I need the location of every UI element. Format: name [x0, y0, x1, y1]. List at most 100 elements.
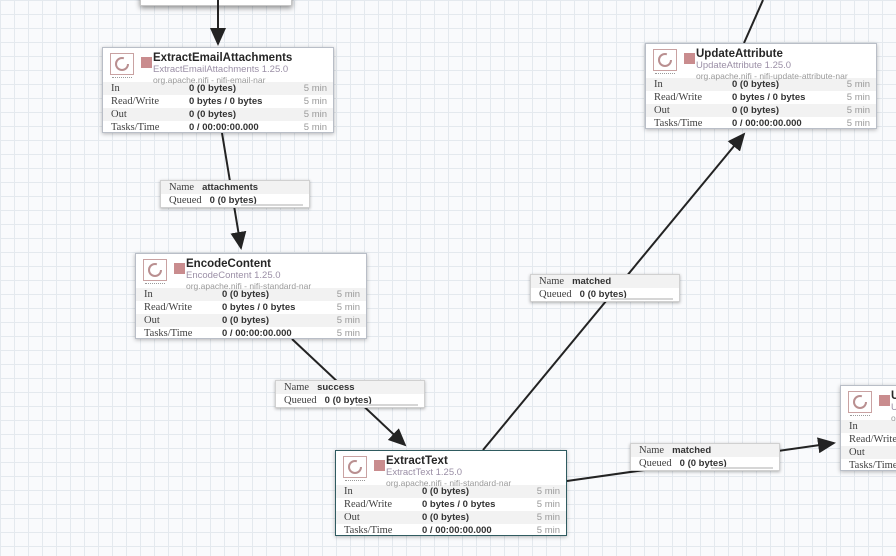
stat-label: Tasks/Time	[344, 525, 393, 536]
connection-label-matched-middle[interactable]: Name matched Queued 0 (0 bytes)	[530, 274, 680, 302]
connection-label-matched-right[interactable]: Name matched Queued 0 (0 bytes)	[630, 443, 780, 471]
stat-row-tasks-time: Tasks/Time 0 / 00:00:00.000 5 min	[336, 524, 566, 537]
processor-extractemailattachments[interactable]: ExtractEmailAttachments ExtractEmailAtta…	[102, 47, 334, 133]
stat-window: 5 min	[336, 315, 360, 326]
stat-row-read-write: Read/Write 0 bytes / 0 bytes 5 min	[103, 95, 333, 108]
processor-header: ExtractEmailAttachments ExtractEmailAtta…	[103, 48, 333, 85]
stat-label: In	[654, 79, 663, 90]
processor-type: UpdateAttribute 1.25.0	[696, 60, 792, 71]
stat-row-out: Out 0 (0 bytes) 5 min	[103, 108, 333, 121]
processor-bundle: or	[891, 413, 896, 423]
processor-bundle: org.apache.nifi - nifi-standard-nar	[186, 281, 312, 291]
stat-window: 5 min	[846, 105, 870, 116]
queue-fill-bar	[241, 204, 303, 206]
processor-name: UpdateAttribute	[696, 48, 783, 60]
label-name-value: success	[317, 382, 355, 393]
label-queued-key: Queued	[169, 195, 202, 206]
queue-fill-bar	[611, 298, 673, 300]
processor-bundle: org.apache.nifi - nifi-update-attribute-…	[696, 71, 848, 81]
processor-icon	[848, 391, 872, 416]
label-queued-key: Queued	[639, 458, 672, 469]
stat-value: 0 (0 bytes)	[422, 512, 469, 523]
stat-value: 0 (0 bytes)	[222, 289, 269, 300]
stat-window: 5 min	[536, 512, 560, 523]
stat-label: In	[111, 83, 120, 94]
stat-label: In	[849, 421, 858, 432]
stat-label: Out	[654, 105, 670, 116]
processor-name: ExtractEmailAttachments	[153, 52, 293, 64]
processor-extracttext[interactable]: ExtractText ExtractText 1.25.0 org.apach…	[335, 450, 567, 536]
queue-fill-bar	[356, 404, 418, 406]
stat-value: 0 / 00:00:00.000	[222, 328, 292, 339]
stat-label: Read/Write	[144, 302, 192, 313]
label-name-row: Name matched	[631, 444, 779, 457]
stat-value: 0 bytes / 0 bytes	[222, 302, 296, 313]
processor-partial-right[interactable]: U U or In Read/Write Out Tasks/Time	[840, 385, 896, 471]
stat-label: Tasks/Time	[111, 122, 160, 133]
stat-value: 0 bytes / 0 bytes	[422, 499, 496, 510]
processor-encodecontent[interactable]: EncodeContent EncodeContent 1.25.0 org.a…	[135, 253, 367, 339]
stat-label: Read/Write	[654, 92, 702, 103]
stat-label: Tasks/Time	[144, 328, 193, 339]
processor-name: ExtractText	[386, 455, 448, 467]
label-name-value: matched	[572, 276, 612, 287]
stat-window: 5 min	[303, 83, 327, 94]
offscreen-label-bottom-edge	[140, 0, 292, 6]
stat-label: Read/Write	[344, 499, 392, 510]
stat-row-tasks-time: Tasks/Time 0 / 00:00:00.000 5 min	[103, 121, 333, 134]
processor-bundle: org.apache.nifi - nifi-standard-nar	[386, 478, 512, 488]
processor-bundle: org.apache.nifi - nifi-email-nar	[153, 75, 266, 85]
stopped-status-icon	[374, 460, 385, 471]
connection-from-updateattribute-offscreen[interactable]	[743, 0, 764, 44]
connection-label-attachments[interactable]: Name attachments Queued 0 (0 bytes)	[160, 180, 310, 208]
label-queued-value: 0 (0 bytes)	[679, 458, 727, 469]
stat-window: 5 min	[536, 499, 560, 510]
stat-window: 5 min	[536, 486, 560, 497]
processor-name: U	[891, 390, 896, 402]
stat-window: 5 min	[336, 328, 360, 339]
processor-type: ExtractEmailAttachments 1.25.0	[153, 64, 289, 75]
processor-icon	[343, 456, 367, 481]
stat-label: Out	[111, 109, 127, 120]
stat-value: 0 / 00:00:00.000	[422, 525, 492, 536]
stat-row-out: Out 0 (0 bytes) 5 min	[336, 511, 566, 524]
stat-window: 5 min	[846, 92, 870, 103]
stat-row-in: In	[841, 420, 896, 433]
stat-row-in: In 0 (0 bytes) 5 min	[103, 82, 333, 95]
processor-type: U	[891, 402, 896, 413]
processor-icon	[653, 49, 677, 74]
stat-window: 5 min	[303, 122, 327, 133]
label-name-key: Name	[284, 382, 310, 393]
stat-label: Tasks/Time	[849, 460, 896, 471]
label-name-row: Name success	[276, 381, 424, 394]
stat-value: 0 (0 bytes)	[732, 105, 779, 116]
label-queued-row: Queued 0 (0 bytes)	[161, 194, 309, 207]
stat-label: In	[144, 289, 153, 300]
stat-row-out: Out 0 (0 bytes) 5 min	[646, 104, 876, 117]
processor-updateattribute[interactable]: UpdateAttribute UpdateAttribute 1.25.0 o…	[645, 43, 877, 129]
queue-fill-bar	[711, 467, 773, 469]
connection-label-success[interactable]: Name success Queued 0 (0 bytes)	[275, 380, 425, 408]
stat-label: Read/Write	[849, 434, 896, 445]
stat-value: 0 (0 bytes)	[422, 486, 469, 497]
stat-row-in: In 0 (0 bytes) 5 min	[646, 78, 876, 91]
label-name-key: Name	[639, 445, 665, 456]
label-name-value: attachments	[202, 182, 259, 193]
label-queued-row: Queued 0 (0 bytes)	[631, 457, 779, 470]
stat-label: Read/Write	[111, 96, 159, 107]
label-name-row: Name attachments	[161, 181, 309, 194]
label-queued-value: 0 (0 bytes)	[579, 289, 627, 300]
processor-type: EncodeContent 1.25.0	[186, 270, 281, 281]
stat-row-tasks-time: Tasks/Time	[841, 459, 896, 472]
processor-header: U U or	[841, 386, 896, 423]
label-queued-key: Queued	[539, 289, 572, 300]
stat-value: 0 bytes / 0 bytes	[732, 92, 806, 103]
stopped-status-icon	[879, 395, 890, 406]
stat-value: 0 (0 bytes)	[222, 315, 269, 326]
stat-row-out: Out 0 (0 bytes) 5 min	[136, 314, 366, 327]
stat-window: 5 min	[303, 109, 327, 120]
stat-row-tasks-time: Tasks/Time 0 / 00:00:00.000 5 min	[646, 117, 876, 130]
stat-row-read-write: Read/Write 0 bytes / 0 bytes 5 min	[136, 301, 366, 314]
stopped-status-icon	[141, 57, 152, 68]
